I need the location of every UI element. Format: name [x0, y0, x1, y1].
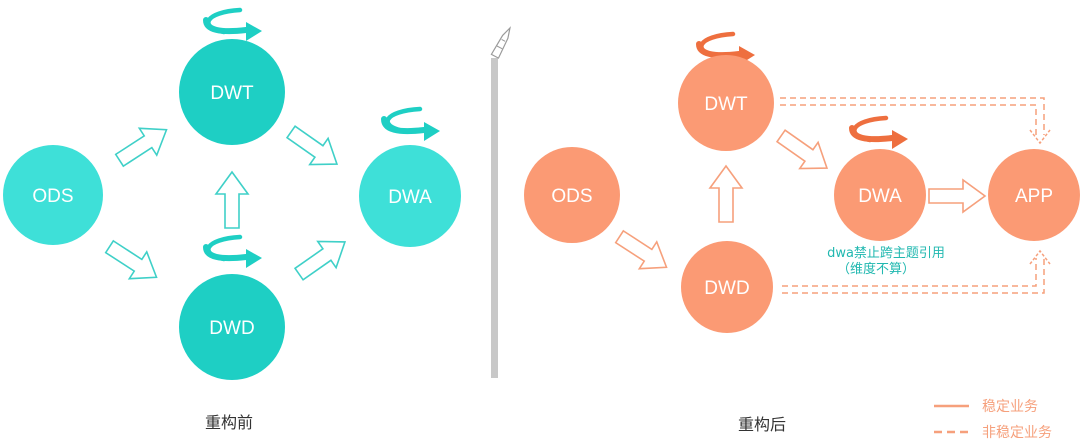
node-ods-after-label: ODS	[551, 186, 592, 207]
node-app-after-label: APP	[1015, 186, 1053, 207]
node-dwt-before	[179, 39, 285, 145]
node-dwd-after	[681, 241, 773, 333]
arrow-dwt-to-dwa-after	[771, 122, 837, 182]
caption-before: 重构前	[205, 413, 253, 432]
node-ods-after	[524, 147, 620, 243]
dashed-arrowhead-bottom	[1029, 249, 1051, 265]
node-dwa-before-label: DWA	[388, 187, 432, 208]
arrow-ods-to-dwd	[100, 232, 166, 292]
note-dwa-rule: dwa禁止跨主题引用	[827, 246, 945, 261]
divider	[490, 26, 511, 378]
dashed-path-dwt-to-app	[780, 97, 1045, 135]
node-dwa-before	[359, 145, 461, 247]
legend: 稳定业务 非稳定业务	[934, 399, 1052, 441]
node-dwt-before-label: DWT	[210, 83, 254, 104]
node-dwd-after-label: DWD	[704, 278, 749, 299]
circular-arrow-icon	[381, 106, 440, 141]
arrow-dwd-to-dwa	[289, 228, 355, 288]
arrow-dwd-to-dwt-after	[709, 165, 743, 223]
arrow-dwd-to-dwt	[215, 171, 249, 229]
node-ods-before-label: ODS	[32, 186, 73, 207]
before-diagram: ODS DWT DWD DWA 重构前	[3, 7, 461, 432]
after-diagram: ODS DWT DWD DWA APP dwa禁止跨主题引用 （维度不算） 重构…	[524, 31, 1080, 434]
arrow-ods-to-dwd-after	[610, 222, 676, 282]
arrow-ods-to-dwt	[110, 115, 176, 175]
node-dwd-before	[179, 274, 285, 380]
note-dwa-rule-detail: （维度不算）	[837, 261, 915, 277]
arrow-dwa-to-app	[928, 179, 986, 213]
pen-icon	[490, 26, 511, 59]
arrow-dwt-to-dwa	[281, 118, 347, 178]
caption-after: 重构后	[738, 415, 786, 434]
node-dwa-after-label: DWA	[858, 186, 902, 207]
dashed-path-dwt-to-app-inner	[780, 104, 1037, 135]
legend-stable-label: 稳定业务	[982, 399, 1038, 415]
dashed-path-dwd-to-app-inner	[782, 258, 1037, 287]
node-app-after	[988, 149, 1080, 241]
circular-arrow-icon	[203, 234, 262, 268]
dashed-arrowhead-top	[1029, 129, 1051, 145]
node-dwt-after-label: DWT	[704, 94, 748, 115]
dashed-path-dwd-to-app	[782, 258, 1045, 294]
legend-unstable-label: 非稳定业务	[982, 425, 1052, 441]
circular-arrow-icon	[203, 7, 262, 41]
node-dwt-after	[678, 55, 774, 151]
node-dwa-after	[834, 149, 926, 241]
circular-arrow-icon	[849, 115, 908, 149]
node-ods-before	[3, 145, 103, 245]
node-dwd-before-label: DWD	[209, 318, 254, 339]
